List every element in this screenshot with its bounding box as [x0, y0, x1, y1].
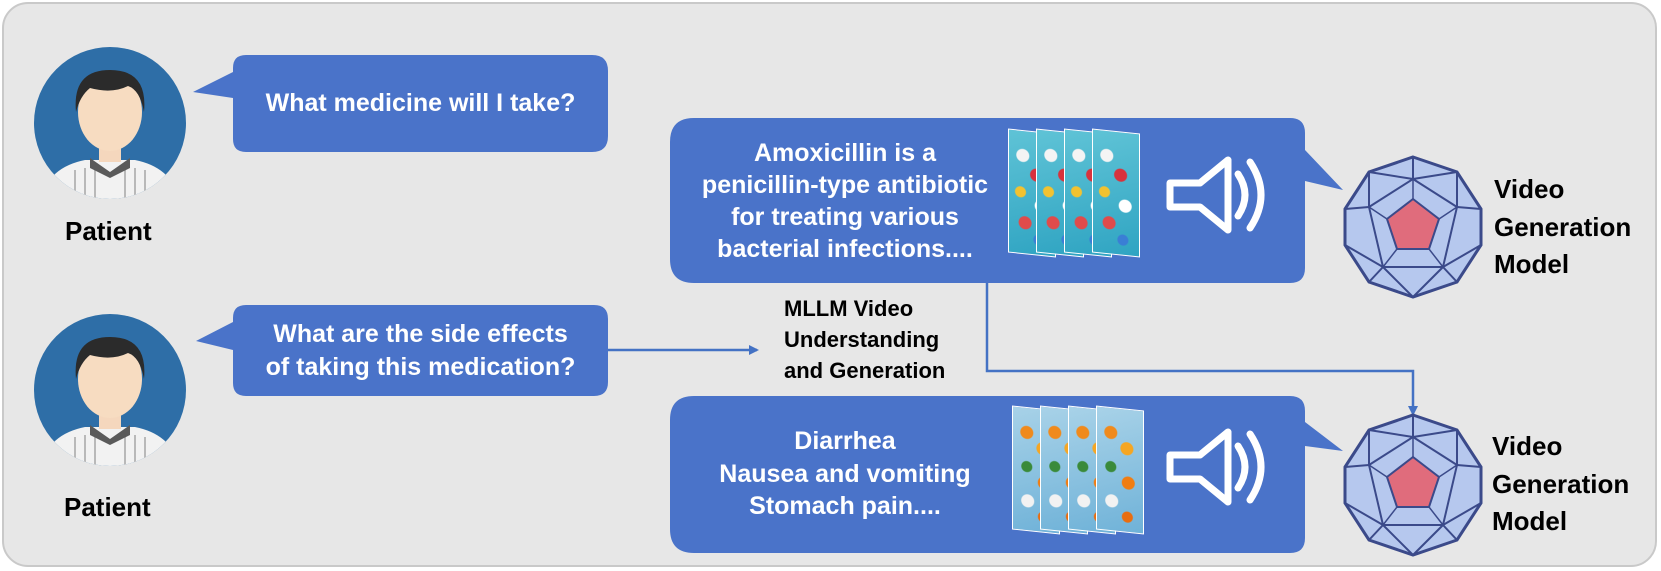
model-label-line: Model — [1492, 506, 1568, 537]
video-frame — [1096, 405, 1144, 535]
response-bubble-2 — [670, 396, 1343, 553]
mllm-label: MLLM Video Understanding and Generation — [784, 294, 945, 386]
response-line: Stomach pain.... — [749, 492, 941, 521]
question-bubble-2 — [196, 305, 608, 396]
response-text-1: Amoxicillin is a penicillin-type antibio… — [680, 118, 1010, 283]
model-label-2: Video Generation Model — [1492, 428, 1629, 541]
patient-label-2: Patient — [64, 492, 151, 522]
speaker-icon — [1166, 428, 1265, 506]
response-line: for treating various — [731, 202, 959, 231]
question-line: What medicine will I take? — [265, 89, 576, 118]
video-frames-icon — [1012, 405, 1152, 548]
patient-label-1: Patient — [65, 216, 152, 246]
model-label-line: Generation — [1494, 211, 1632, 242]
question-text-2: What are the side effects of taking this… — [233, 305, 608, 396]
question-bubble-1 — [193, 55, 608, 152]
video-frame — [1092, 128, 1140, 258]
video-frames-icon — [1008, 128, 1148, 271]
response-line: penicillin-type antibiotic — [701, 170, 989, 199]
mllm-line: Understanding — [784, 326, 940, 352]
response-line: bacterial infections.... — [717, 234, 973, 263]
response-line: Diarrhea — [794, 427, 896, 456]
speaker-icon — [1166, 156, 1265, 234]
model-label-line: Video — [1492, 431, 1563, 461]
response-bubble-1 — [670, 118, 1343, 283]
question-line: of taking this medication? — [265, 352, 576, 381]
model-label-line: Video — [1494, 174, 1565, 204]
question-line: What are the side effects — [273, 320, 568, 348]
model-label-line: Generation — [1492, 468, 1630, 499]
polyhedron-model-icon — [1343, 155, 1483, 299]
mllm-line: MLLM Video — [784, 296, 914, 321]
polyhedron-model-icon — [1343, 413, 1483, 557]
response-line: Amoxicillin is a — [753, 138, 936, 167]
response-text-2: Diarrhea Nausea and vomiting Stomach pai… — [680, 404, 1010, 544]
arrow-response-to-model — [985, 283, 1418, 416]
mllm-line: and Generation — [784, 357, 946, 383]
model-label-line: Model — [1494, 249, 1570, 280]
model-label-1: Video Generation Model — [1494, 171, 1631, 284]
response-line: Nausea and vomiting — [719, 459, 971, 488]
person-avatar-icon — [34, 314, 186, 466]
person-avatar-icon — [34, 47, 186, 199]
question-text-1: What medicine will I take? — [233, 55, 608, 152]
